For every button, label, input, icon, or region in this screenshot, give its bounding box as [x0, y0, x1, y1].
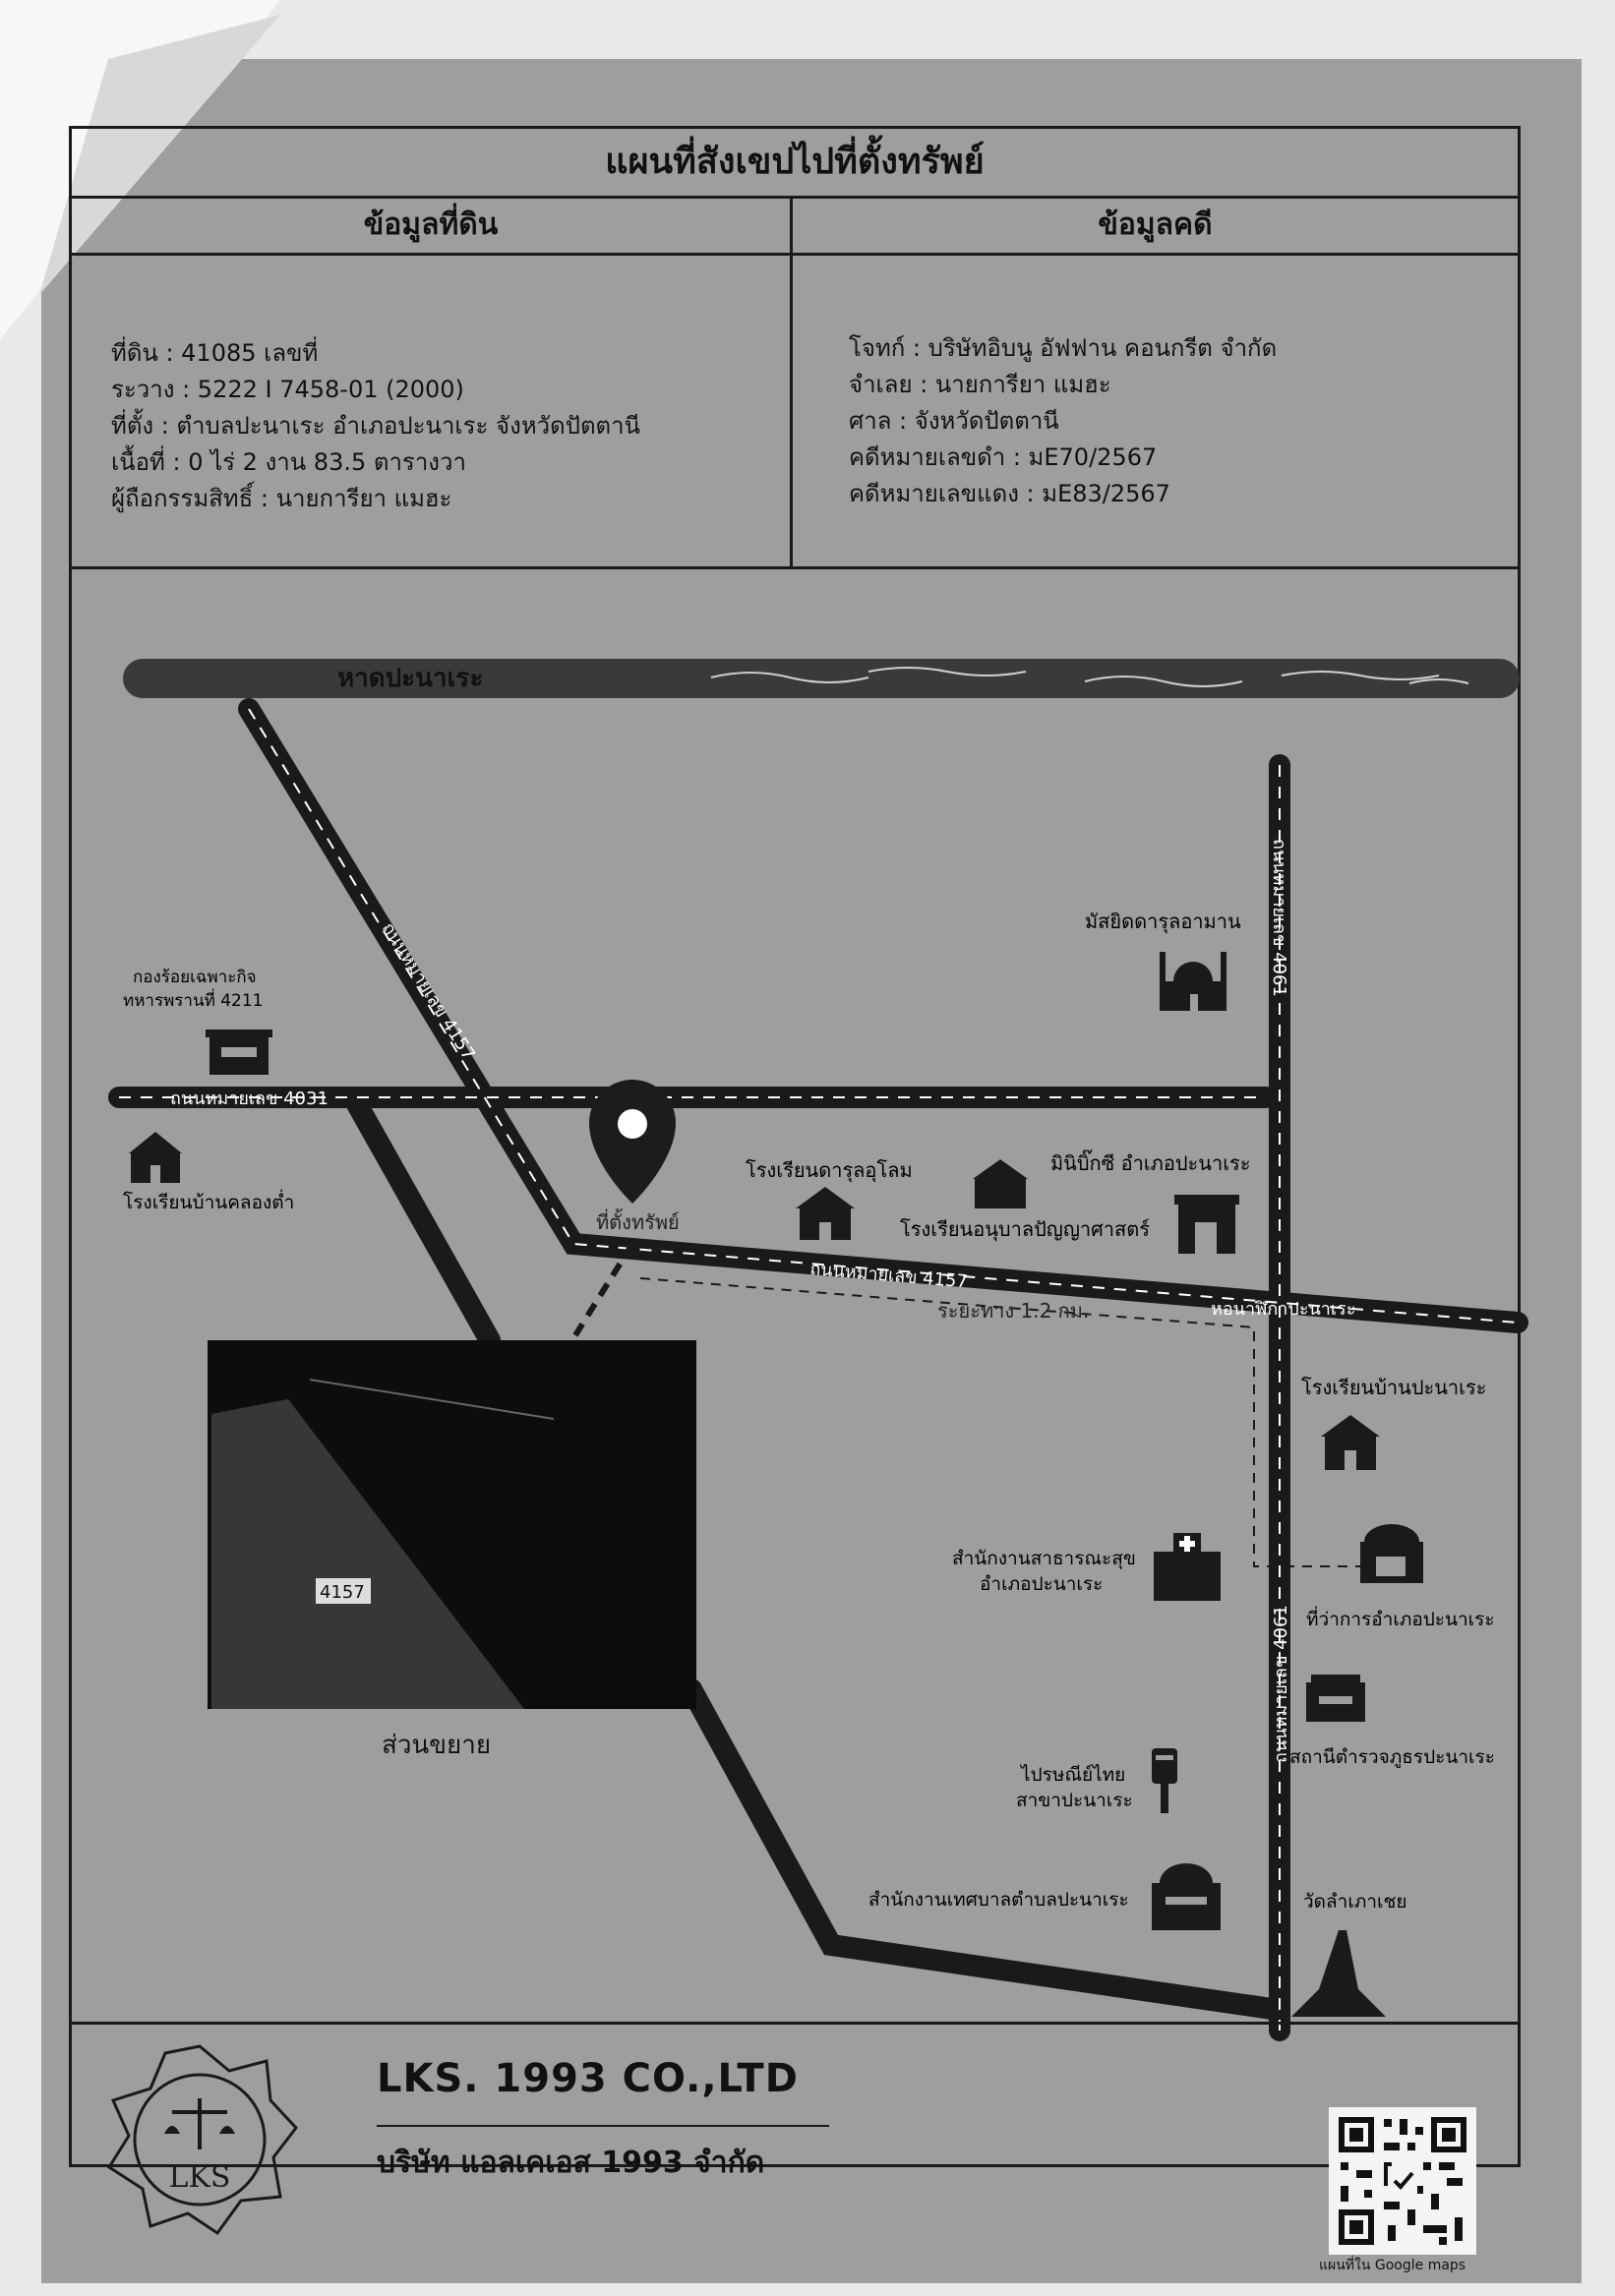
company-name-th: บริษัท แอลเคเอส 1993 จำกัด: [377, 2146, 765, 2180]
qr-code-icon[interactable]: [1329, 2107, 1476, 2255]
road-label-4157-diag: ถนนหมายเลข 4157: [378, 919, 479, 1065]
landmark-police: สถานีตำรวจภูธรปะนาเระ: [1289, 1746, 1495, 1768]
land-info-header: ข้อมูลที่ดิน: [72, 198, 790, 256]
landmark-municipal: สำนักงานเทศบาลตำบลปะนาเระ: [868, 1889, 1129, 1911]
land-info-block: ที่ดิน : 41085 เลขที่ ระวาง : 5222 I 745…: [111, 335, 640, 517]
logo-text: LKS: [169, 2160, 231, 2195]
section-divider: [72, 566, 1518, 569]
landmark-post-2: สาขาปะนาเระ: [1016, 1790, 1133, 1811]
shop-icon: [973, 1159, 1028, 1208]
case-info-line: คดีหมายเลขดำ : มE70/2567: [849, 443, 1158, 471]
wave-icon: [710, 667, 1469, 687]
landmark-kindergarten: โรงเรียนอนุบาลปัญญาศาสตร์: [900, 1217, 1150, 1242]
school-icon: [129, 1132, 182, 1183]
landmark-clock-tower: หอนาฬิกาปะนาเระ: [1211, 1299, 1355, 1320]
hospital-icon: [1154, 1533, 1221, 1601]
landmark-health-1: สำนักงานสาธารณะสุข: [952, 1548, 1136, 1570]
mosque-icon: [1160, 952, 1226, 1011]
road-branch-south: [681, 1678, 1283, 2020]
school-icon: [1321, 1415, 1380, 1470]
case-info-line: โจทก์ : บริษัทอิบนู อัฟฟาน คอนกรีต จำกัด: [849, 334, 1278, 362]
landmark-school-darul: โรงเรียนดารุลอุโลม: [746, 1158, 913, 1183]
footer-divider: [72, 2022, 1518, 2025]
kindergarten-icon: [1174, 1195, 1239, 1254]
land-info-line: ระวาง : 5222 I 7458-01 (2000): [111, 376, 464, 403]
qr-caption: แผนที่ใน Google maps: [1319, 2258, 1466, 2273]
land-info-line: ผู้ถือกรรมสิทธิ์ : นายการียา แมฮะ: [111, 485, 452, 512]
mailbox-icon: [1152, 1748, 1177, 1813]
inset-connector: [572, 1242, 635, 1337]
land-info-line: เนื้อที่ : 0 ไร่ 2 งาน 83.5 ตารางวา: [111, 448, 466, 476]
inset-road-number: 4157: [320, 1582, 365, 1603]
case-info-block: โจทก์ : บริษัทอิบนู อัฟฟาน คอนกรีต จำกัด…: [849, 330, 1277, 512]
property-label: ที่ตั้งทรัพย์: [596, 1208, 680, 1234]
road-centerlines: [119, 708, 1519, 2031]
beach-bar: [123, 659, 1520, 698]
column-divider: [790, 198, 793, 566]
road-label-4031: ถนนหมายเลข 4031: [170, 1089, 329, 1109]
map-area: หาดปะนาเระ ถนนหมายเลข 4031 ถนนหมายเลข 41…: [108, 659, 1528, 2041]
school-icon: [796, 1187, 855, 1240]
landmark-district-office: ที่ว่าการอำเภอปะนาเระ: [1306, 1606, 1495, 1630]
landmark-temple: วัดลำเภาเชย: [1303, 1891, 1407, 1913]
landmark-mosque: มัสยิดดารุลอามาน: [1085, 910, 1241, 934]
road-label-4061-bottom: ถนนหมายเลข 4061: [1271, 1605, 1291, 1763]
inset-caption: ส่วนขยาย: [382, 1731, 491, 1760]
document-frame: แผนที่สังเขปไปที่ตั้งทรัพย์ ข้อมูลที่ดิน…: [69, 126, 1528, 2273]
company-rule: [377, 2125, 829, 2127]
case-info-line: จำเลย : นายการียา แมฮะ: [849, 371, 1111, 398]
inset-terrain: [211, 1399, 524, 1709]
beach-label: หาดปะนาเระ: [337, 664, 483, 693]
distance-route: [639, 1277, 1360, 1567]
case-info-header: ข้อมูลคดี: [793, 198, 1518, 256]
government-building-icon: [1360, 1524, 1423, 1583]
landmark-school-khlong: โรงเรียนบ้านคลองต่ำ: [123, 1189, 294, 1213]
case-info-line: คดีหมายเลขแดง : มE83/2567: [849, 480, 1170, 507]
temple-icon: [1291, 1930, 1386, 2017]
municipal-office-icon: [1152, 1863, 1221, 1930]
company-name-en: LKS. 1993 CO.,LTD: [377, 2056, 799, 2101]
landmark-post-1: ไปรษณีย์ไทย: [1019, 1764, 1125, 1786]
land-info-line: ที่ดิน : 41085 เลขที่: [111, 339, 319, 367]
page-title: แผนที่สังเขปไปที่ตั้งทรัพย์: [72, 129, 1518, 199]
land-info-line: ที่ตั้ง : ตำบลปะนาเระ อำเภอปะนาเระ จังหว…: [111, 412, 640, 440]
case-info-line: ศาล : จังหวัดปัตตานี: [849, 407, 1059, 435]
police-station-icon: [1306, 1675, 1365, 1722]
inset-road-badge: [316, 1578, 371, 1604]
company-logo: LKS: [106, 2044, 298, 2236]
road-label-4061-top: ถนนหมายเลข 4061: [1269, 839, 1289, 997]
landmark-minibigc: มินิบิ๊กซี อำเภอปะนาเระ: [1050, 1148, 1251, 1175]
landmark-school-panare: โรงเรียนบ้านปะนาเระ: [1301, 1376, 1486, 1399]
distance-label: ระยะทาง 1.2 กม.: [937, 1299, 1089, 1323]
landmark-military-1: กองร้อยเฉพาะกิจ: [133, 968, 257, 987]
location-pin-icon: [589, 1080, 676, 1204]
landmark-military-2: ทหารพรานที่ 4211: [123, 988, 263, 1011]
road-branch-west: [346, 1093, 501, 1351]
military-base-icon: [206, 1030, 272, 1075]
landmark-health-2: อำเภอปะนาเระ: [980, 1573, 1103, 1595]
inset-road-line: [309, 1379, 555, 1420]
